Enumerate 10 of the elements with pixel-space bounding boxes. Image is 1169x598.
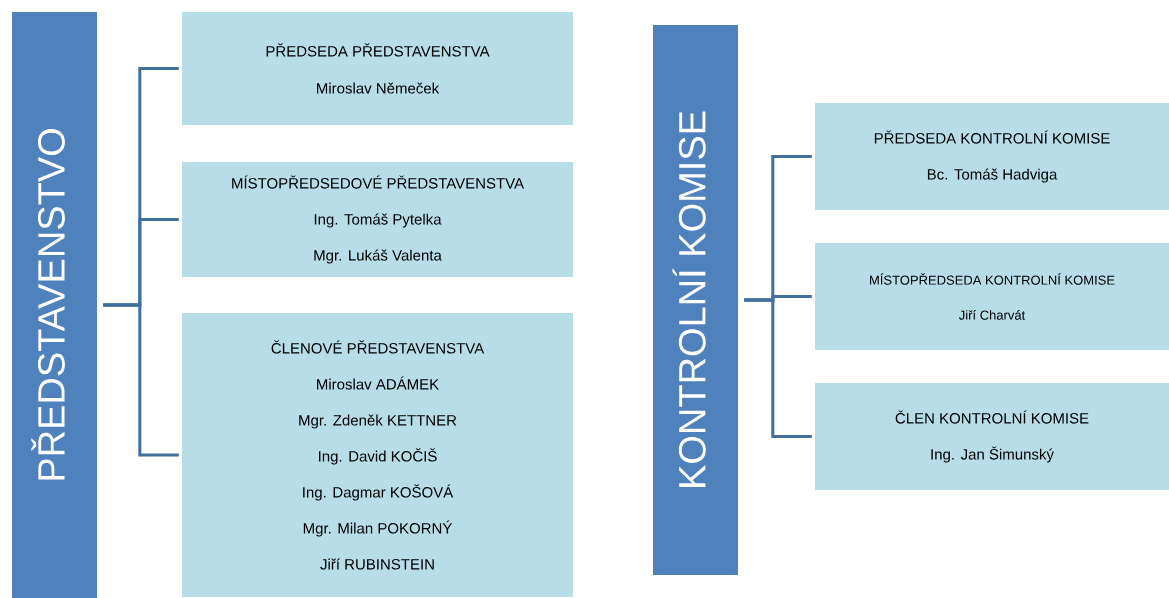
title-box: ČLEN KONTROLNÍ KOMISE Ing. Jan Šimunský (815, 383, 1169, 490)
side-band: PŘEDSTAVENSTVO (12, 12, 97, 598)
title-box: MÍSTOPŘEDSEDA KONTROLNÍ KOMISE Jiří Charvát (815, 243, 1169, 350)
title-box: ČLENOVÉ PŘEDSTAVENSTVA Miroslav ADÁMEK Mgr. Zdeněk KETTNER Ing. David KOČIŠ Ing. Dagmar KOŠOVÁ Mgr. Milan POKORNÝ Jiří RUBINSTEIN (182, 313, 573, 597)
title-box: PŘEDSEDA KONTROLNÍ KOMISE Bc. Tomáš Hadviga (815, 103, 1169, 210)
bracket-connector (744, 298, 812, 438)
title-box: MÍSTOPŘEDSEDOVÉ PŘEDSTAVENSTVA Ing. Tomáš Pytelka Mgr. Lukáš Valenta (182, 162, 573, 277)
title-box: PŘEDSEDA PŘEDSTAVENSTVA Miroslav Němeček (182, 12, 573, 125)
side-band: KONTROLNÍ KOMISE (653, 25, 738, 575)
bracket-connector (103, 303, 179, 457)
